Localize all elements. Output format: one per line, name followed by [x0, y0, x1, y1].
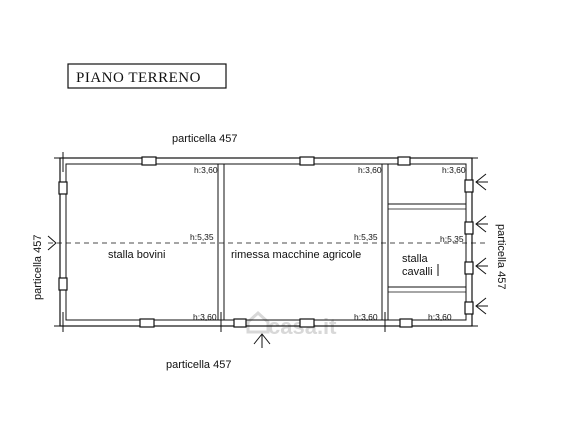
walls — [59, 157, 473, 327]
room-label-rimessa: rimessa macchine agricole — [231, 249, 361, 261]
height-bovini-bottom: h:3,60 — [193, 312, 217, 322]
height-cavalli-top: h:3,60 — [442, 165, 466, 175]
height-rimessa-bottom: h:3,60 — [354, 312, 378, 322]
parcel-label-left: particella 457 — [32, 235, 44, 300]
room-label-stalla-cavalli-2: cavalli — [402, 266, 433, 278]
section-arrows-right — [475, 173, 488, 315]
parcel-label-bottom: particella 457 — [166, 359, 231, 371]
parcel-label-right: particella 457 — [495, 224, 507, 289]
corner-ticks — [54, 152, 478, 332]
openings — [58, 156, 474, 328]
height-rimessa-mid: h:5,35 — [354, 232, 378, 242]
height-bovini-top: h:3,60 — [194, 165, 218, 175]
height-bovini-mid: h:5,35 — [190, 232, 214, 242]
watermark-logo — [246, 310, 270, 334]
height-cavalli-mid: h:5,35 — [440, 234, 464, 244]
parcel-label-top: particella 457 — [172, 133, 237, 145]
section-arrow-left — [47, 235, 57, 251]
height-rimessa-top: h:3,60 — [358, 165, 382, 175]
title-frame — [67, 63, 227, 89]
height-cavalli-bottom: h:3,60 — [428, 312, 452, 322]
room-label-stalla-bovini: stalla bovini — [108, 249, 165, 261]
plan-title: PIANO TERRENO — [76, 70, 201, 86]
room-label-stalla-cavalli-1: stalla — [402, 253, 429, 265]
